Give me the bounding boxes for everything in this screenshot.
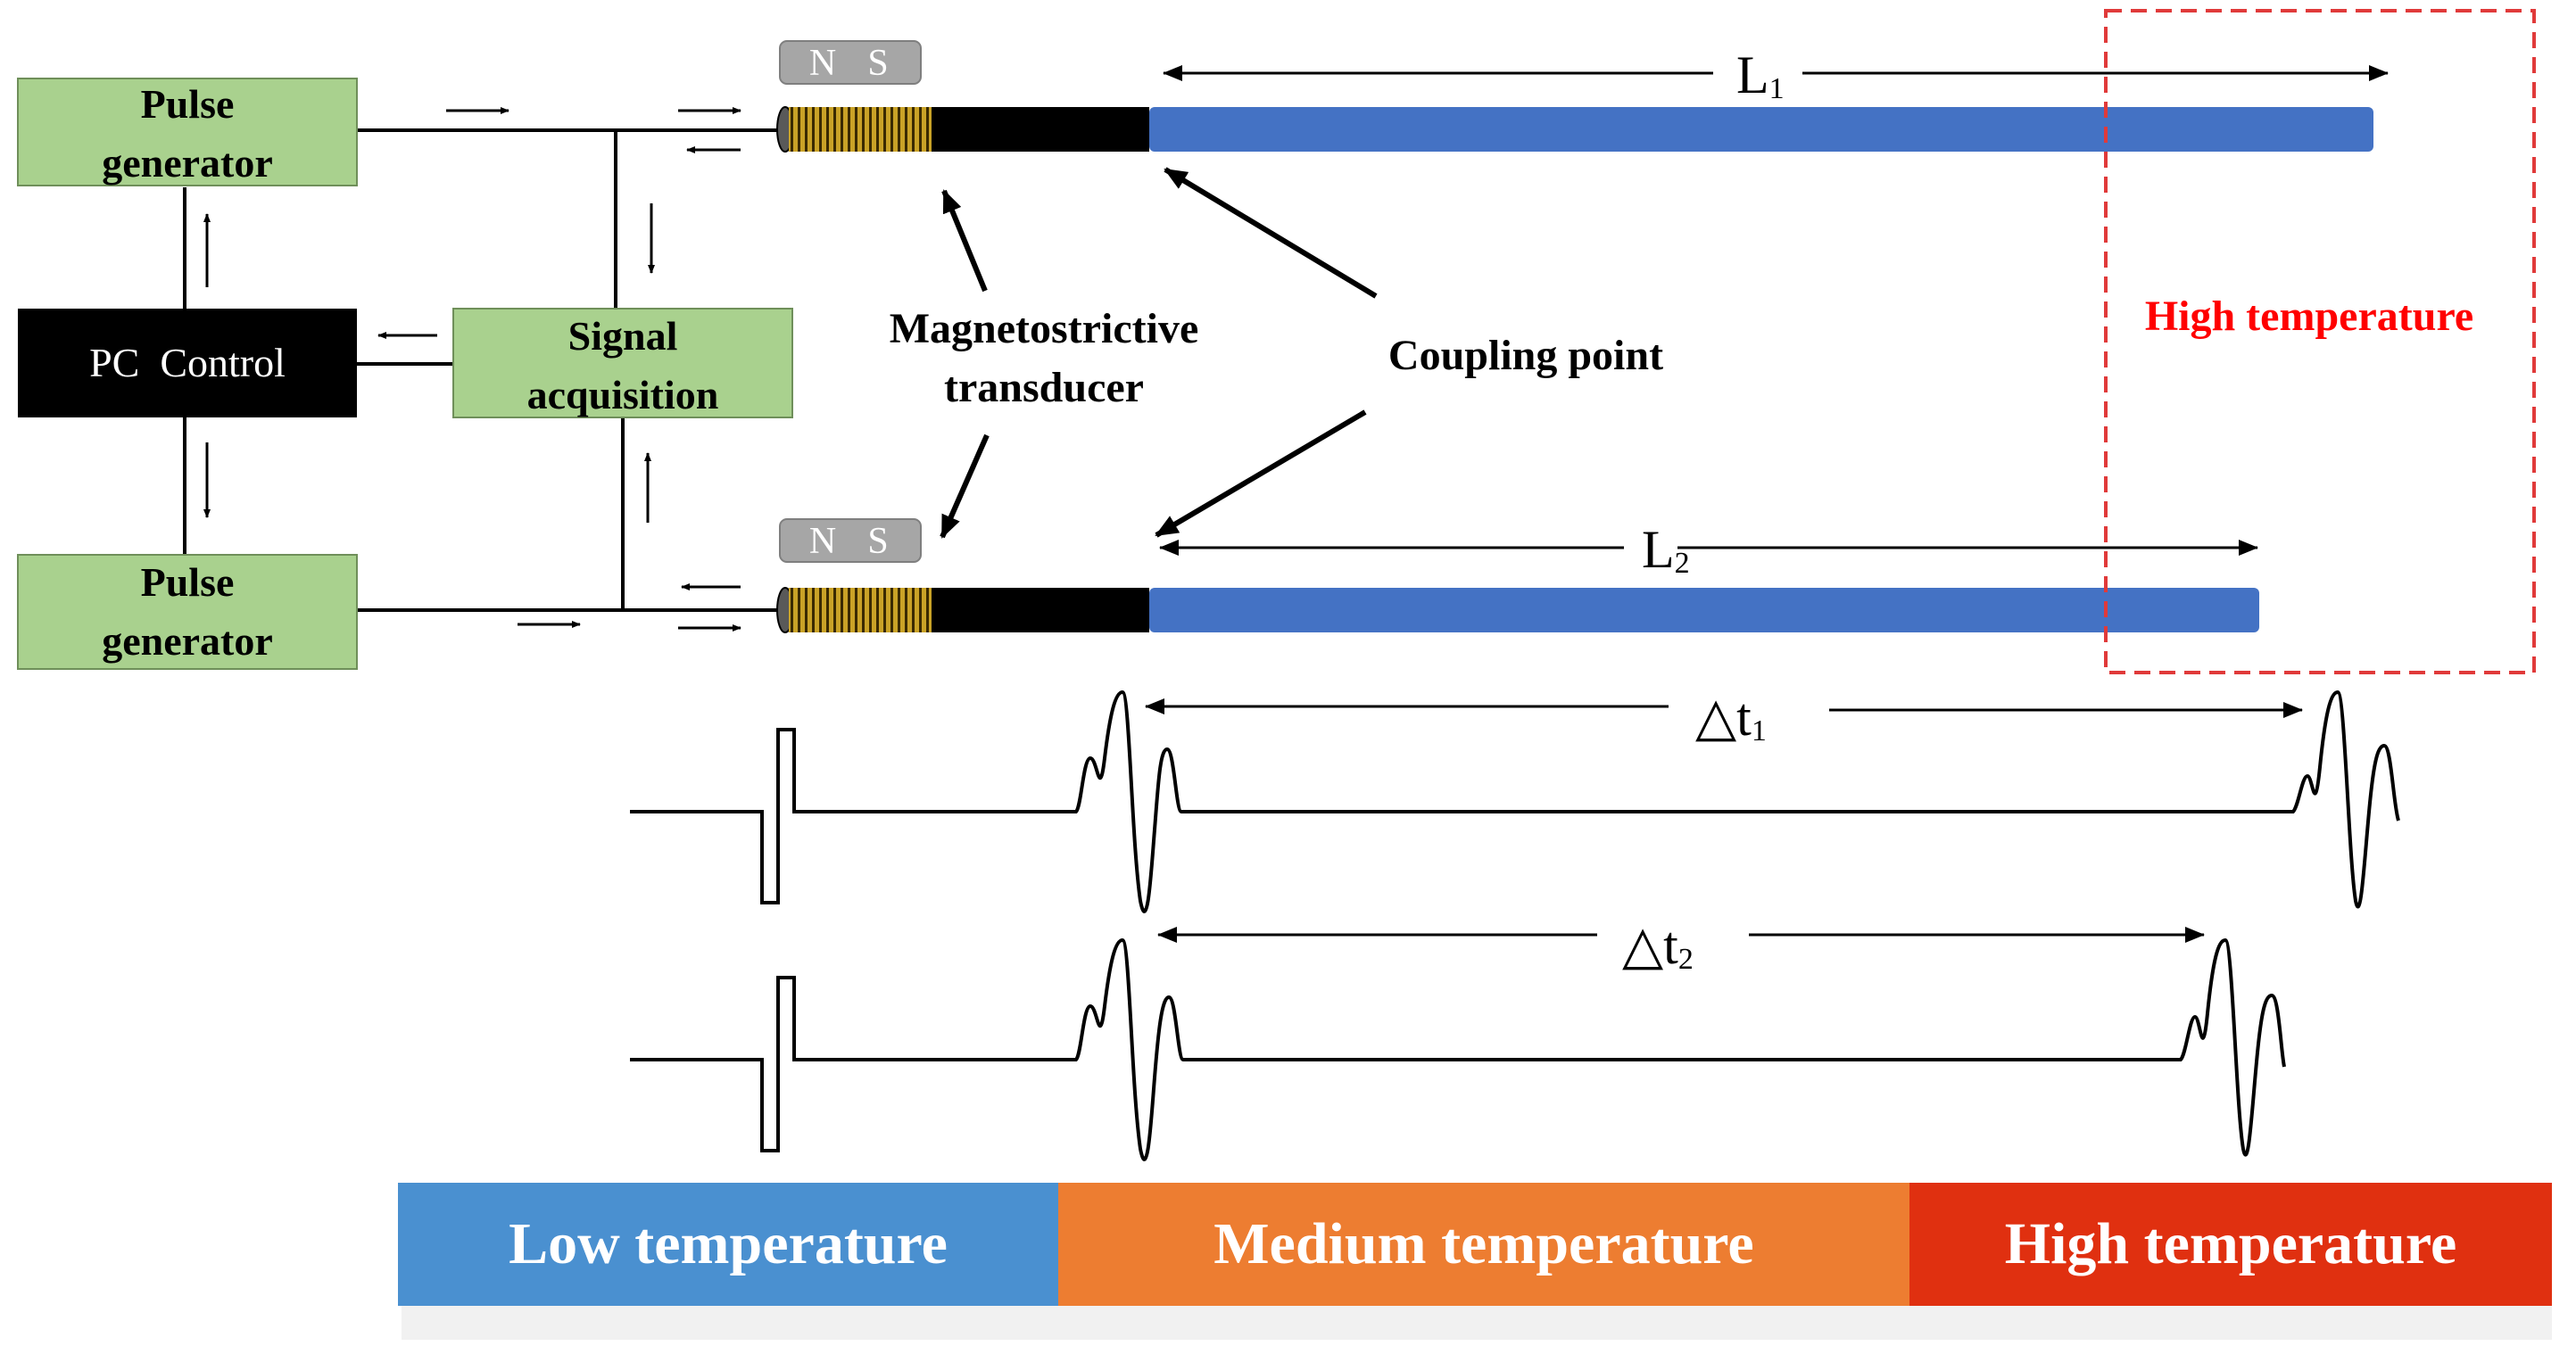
- pulse-generator-bottom-line2: generator: [102, 618, 273, 664]
- pulse-generator-top-line1: Pulse: [141, 81, 235, 127]
- delta-t1-label: △t1: [1695, 688, 1767, 747]
- temperature-bar-low-label: Low temperature: [509, 1211, 948, 1276]
- rod-top-black-section: [932, 107, 1149, 152]
- delta-t2-subscript: 2: [1678, 943, 1694, 976]
- temperature-bar-high: [1909, 1183, 2552, 1306]
- signal-acquisition-line2: acquisition: [527, 372, 719, 417]
- magnet-top-s: S: [867, 43, 888, 84]
- rod-bottom-black-section: [932, 588, 1149, 632]
- magnet-top-n: N: [809, 43, 836, 84]
- magnet-top: [779, 40, 922, 85]
- magnet-bottom-n: N: [809, 521, 836, 562]
- length-1-letter: L: [1736, 45, 1769, 104]
- magnet-bottom-s: S: [867, 521, 888, 562]
- waveform-1-trace: [630, 689, 2400, 913]
- high-temperature-zone: [2104, 9, 2536, 674]
- waveform-2-trace: [630, 937, 2286, 1161]
- pulse-generator-top: Pulse generator: [17, 78, 358, 186]
- temperature-bar-medium: [1058, 1183, 1909, 1306]
- length-2-label: L2: [1642, 520, 1690, 580]
- pulse-generator-top-line2: generator: [102, 140, 273, 186]
- transducer-label-line2: transducer: [944, 364, 1144, 411]
- length-arrows: [1159, 65, 2389, 556]
- delta-t1-symbol: △t: [1695, 688, 1752, 747]
- coil-top: [789, 107, 932, 152]
- temperature-bar-low: [398, 1183, 1058, 1306]
- pulse-generator-bottom-line1: Pulse: [141, 559, 235, 605]
- rod-top-blue-section: [1149, 107, 2373, 152]
- coupling-point-label: Coupling point: [1388, 332, 1663, 379]
- pulse-generator-bottom: Pulse generator: [17, 554, 358, 670]
- signal-acquisition: Signal acquisition: [452, 308, 793, 418]
- length-2-letter: L: [1642, 520, 1675, 579]
- length-2-subscript: 2: [1675, 547, 1690, 580]
- transducer-label-line1: Magnetostrictive: [890, 305, 1199, 352]
- time-arrows: [1145, 698, 2303, 943]
- delta-t2-symbol: △t: [1622, 916, 1678, 975]
- pc-control: PC Control: [18, 309, 357, 417]
- coil-bottom: [789, 588, 932, 632]
- length-1-subscript: 1: [1769, 72, 1785, 105]
- high-temperature-zone-label: High temperature: [2145, 293, 2473, 340]
- delta-t2-label: △t2: [1622, 916, 1694, 976]
- pc-control-label: PC Control: [89, 340, 286, 385]
- wiring: [183, 128, 778, 612]
- temperature-bar: Low temperature Medium temperature High …: [398, 1183, 2552, 1340]
- callout-arrows: [940, 167, 1378, 539]
- rod-bottom-blue-section: [1149, 588, 2259, 632]
- length-1-label: L1: [1736, 45, 1785, 105]
- delta-t1-subscript: 1: [1752, 714, 1767, 747]
- magnet-bottom: [779, 518, 922, 563]
- waveguide-bottom: N S: [776, 518, 2259, 633]
- waveform-2: [630, 937, 2286, 1161]
- temperature-bar-shadow: [402, 1304, 2552, 1340]
- signal-acquisition-line1: Signal: [568, 313, 678, 359]
- temperature-bar-medium-label: Medium temperature: [1213, 1211, 1753, 1276]
- signal-flow-arrows: [203, 107, 741, 632]
- waveguide-top: N S: [776, 40, 2373, 153]
- waveform-1: [630, 689, 2400, 913]
- temperature-bar-high-label: High temperature: [2005, 1211, 2457, 1276]
